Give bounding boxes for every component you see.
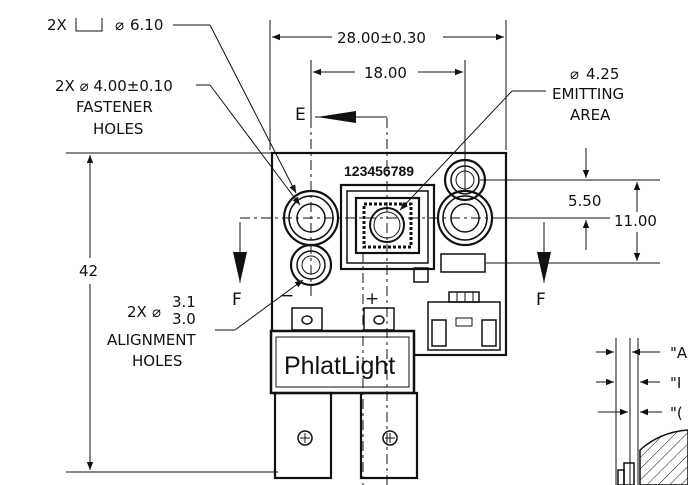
- small-component: [413, 267, 429, 283]
- callout-square-bore: [75, 18, 297, 194]
- dim-small-text: 5.50: [568, 192, 601, 210]
- detail-label-b: "I: [670, 374, 681, 392]
- section-f-right-label: F: [536, 290, 546, 310]
- serial-number: 123456789: [344, 163, 414, 179]
- callout-fastener-line2: HOLES: [93, 120, 143, 138]
- callout-square-bore-value: 6.10: [130, 16, 163, 34]
- dim-hole-spacing-text: 18.00: [364, 64, 407, 82]
- diameter-symbol-3: ⌀: [152, 303, 161, 321]
- callout-square-bore-prefix: 2X: [47, 16, 67, 34]
- dim-overall-height: [66, 152, 278, 473]
- connector-housing: [269, 329, 416, 395]
- callout-alignment-line1: ALIGNMENT: [107, 331, 197, 349]
- callout-alignment-lower: 3.0: [172, 310, 196, 328]
- section-e-line: [315, 111, 387, 123]
- dim-overall-height-text: 42: [79, 262, 98, 280]
- terminal-tab-left: [291, 307, 323, 331]
- callout-fastener: [196, 84, 301, 206]
- callout-alignment: [215, 279, 304, 331]
- dim-vertical-right: [480, 148, 660, 264]
- detail-label-a: "A: [670, 344, 688, 362]
- dim-overall-width-text: 28.00±0.30: [337, 29, 426, 47]
- section-e-label: E: [295, 105, 306, 125]
- callout-emitting: [399, 90, 546, 211]
- callout-emitting-line2: AREA: [570, 106, 611, 124]
- callout-emitting-line1: EMITTING: [552, 85, 624, 103]
- plus-sign: +: [365, 289, 379, 309]
- brand-logo: PhlatLight: [284, 352, 395, 380]
- diameter-symbol-1: ⌀: [115, 16, 124, 34]
- terminal-blade-right: [359, 391, 419, 480]
- terminal-blade-left: [273, 391, 333, 480]
- dim-large-text: 11.00: [614, 212, 657, 230]
- connector: [427, 291, 501, 351]
- callout-fastener-value: 2X ⌀ 4.00±0.10: [55, 77, 173, 95]
- section-f-right-arrow: [537, 222, 551, 283]
- contact-pad: [440, 253, 486, 273]
- dim-hole-spacing: [310, 60, 466, 190]
- callout-alignment-prefix: 2X: [127, 303, 147, 321]
- callout-alignment-line2: HOLES: [132, 352, 182, 370]
- dim-overall-width: [269, 20, 507, 150]
- callout-fastener-line1: FASTENER: [76, 98, 153, 116]
- diameter-symbol-2: ⌀: [570, 65, 579, 83]
- section-f-left-arrow: [233, 222, 247, 283]
- terminal-tab-right: [363, 307, 395, 331]
- minus-sign: −: [280, 286, 294, 306]
- section-f-left-label: F: [232, 290, 242, 310]
- detail-label-c: "(: [670, 404, 683, 422]
- callout-emitting-value: 4.25: [586, 65, 619, 83]
- callout-alignment-upper: 3.1: [172, 293, 196, 311]
